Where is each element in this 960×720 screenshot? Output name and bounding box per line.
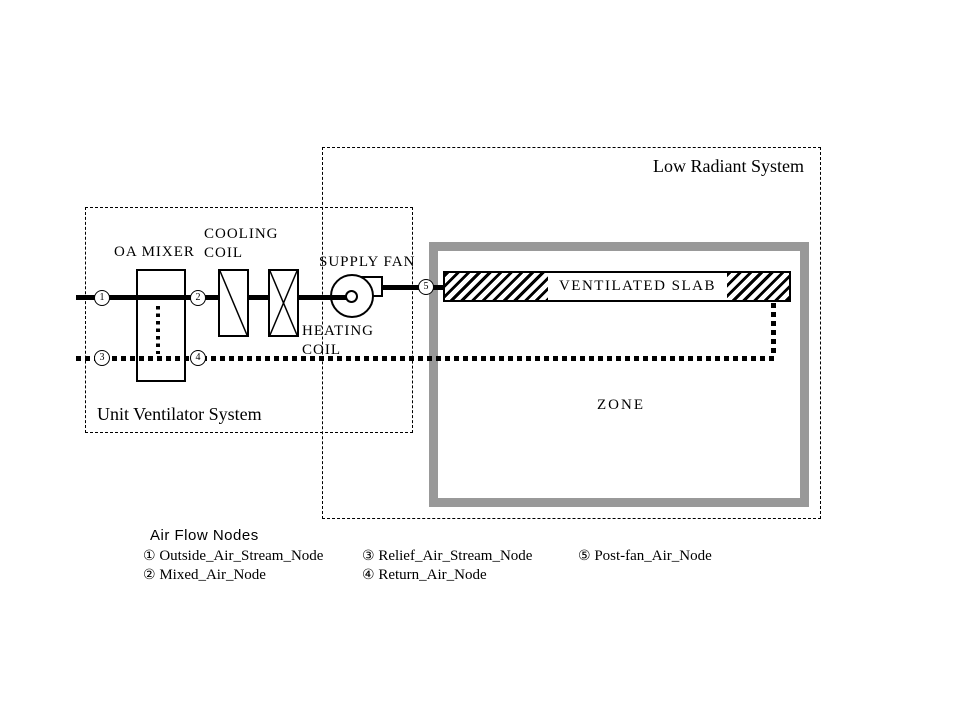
- legend-label-mixed-air: Mixed_Air_Node: [159, 567, 266, 583]
- node-4-number: 4: [195, 352, 201, 363]
- legend-entry-post-fan-air: ⑤ Post-fan_Air_Node: [578, 548, 712, 565]
- heating-coil-box: [268, 269, 299, 337]
- legend-entry-outside-air: ① Outside_Air_Stream_Node: [143, 548, 323, 565]
- zone-label: ZONE: [597, 397, 645, 413]
- legend-label-relief-air: Relief_Air_Stream_Node: [378, 548, 533, 564]
- node-4-return-air: 4: [190, 350, 206, 366]
- heating-coil-cross: [270, 271, 297, 335]
- legend-entry-relief-air: ③ Relief_Air_Stream_Node: [362, 548, 532, 565]
- node-2-number: 2: [195, 292, 201, 303]
- circled-2-icon: ②: [143, 567, 156, 583]
- supply-fan-hub: [345, 290, 358, 303]
- heating-coil-label: HEATING COIL: [302, 322, 374, 360]
- cooling-coil-label-line1: COOLING: [204, 226, 279, 242]
- ventilated-slab: VENTILATED SLAB: [443, 271, 791, 302]
- oa-mixer-box: [136, 269, 186, 382]
- legend-label-post-fan-air: Post-fan_Air_Node: [594, 548, 712, 564]
- legend-label-outside-air: Outside_Air_Stream_Node: [159, 548, 324, 564]
- heating-coil-label-line2: COIL: [302, 341, 341, 358]
- return-air-line-vertical: [771, 303, 776, 356]
- node-5-post-fan-air: 5: [418, 279, 434, 295]
- legend-entry-mixed-air: ② Mixed_Air_Node: [143, 567, 266, 584]
- circled-1-icon: ①: [143, 548, 156, 564]
- supply-fan-label: SUPPLY FAN: [319, 254, 416, 270]
- legend-label-return-air: Return_Air_Node: [378, 567, 487, 583]
- return-air-line-horizontal: [76, 356, 777, 361]
- slab-hatch-right: [727, 273, 789, 300]
- oa-mixer-recirculation-line: [156, 306, 160, 354]
- circled-4-icon: ④: [362, 567, 375, 583]
- slab-hatch-left: [445, 273, 548, 300]
- node-3-relief-air: 3: [94, 350, 110, 366]
- circled-5-icon: ⑤: [578, 548, 591, 564]
- unit-ventilator-system-label: Unit Ventilator System: [97, 404, 262, 424]
- heating-coil-label-line1: HEATING: [302, 323, 374, 339]
- oa-mixer-label: OA MIXER: [114, 244, 195, 260]
- unit-ventilator-system-boundary: [85, 207, 413, 433]
- cooling-coil-label: COOLING COIL: [204, 225, 279, 263]
- low-radiant-system-label: Low Radiant System: [653, 156, 804, 176]
- circled-3-icon: ③: [362, 548, 375, 564]
- low-radiant-system-boundary: [322, 147, 821, 519]
- post-fan-air-line: [378, 285, 443, 290]
- cooling-coil-box: [218, 269, 249, 337]
- slab-core: VENTILATED SLAB: [548, 273, 727, 300]
- node-5-number: 5: [423, 281, 429, 292]
- ventilated-slab-label: VENTILATED SLAB: [558, 278, 717, 294]
- node-3-number: 3: [99, 352, 105, 363]
- node-1-number: 1: [99, 292, 105, 303]
- cooling-coil-diagonal: [220, 271, 247, 335]
- legend-title: Air Flow Nodes: [150, 527, 259, 544]
- supply-fan-shaft-line: [332, 295, 350, 300]
- supply-air-line: [76, 295, 352, 300]
- legend-entry-return-air: ④ Return_Air_Node: [362, 567, 487, 584]
- node-2-mixed-air: 2: [190, 290, 206, 306]
- cooling-coil-label-line2: COIL: [204, 244, 243, 261]
- node-1-outside-air: 1: [94, 290, 110, 306]
